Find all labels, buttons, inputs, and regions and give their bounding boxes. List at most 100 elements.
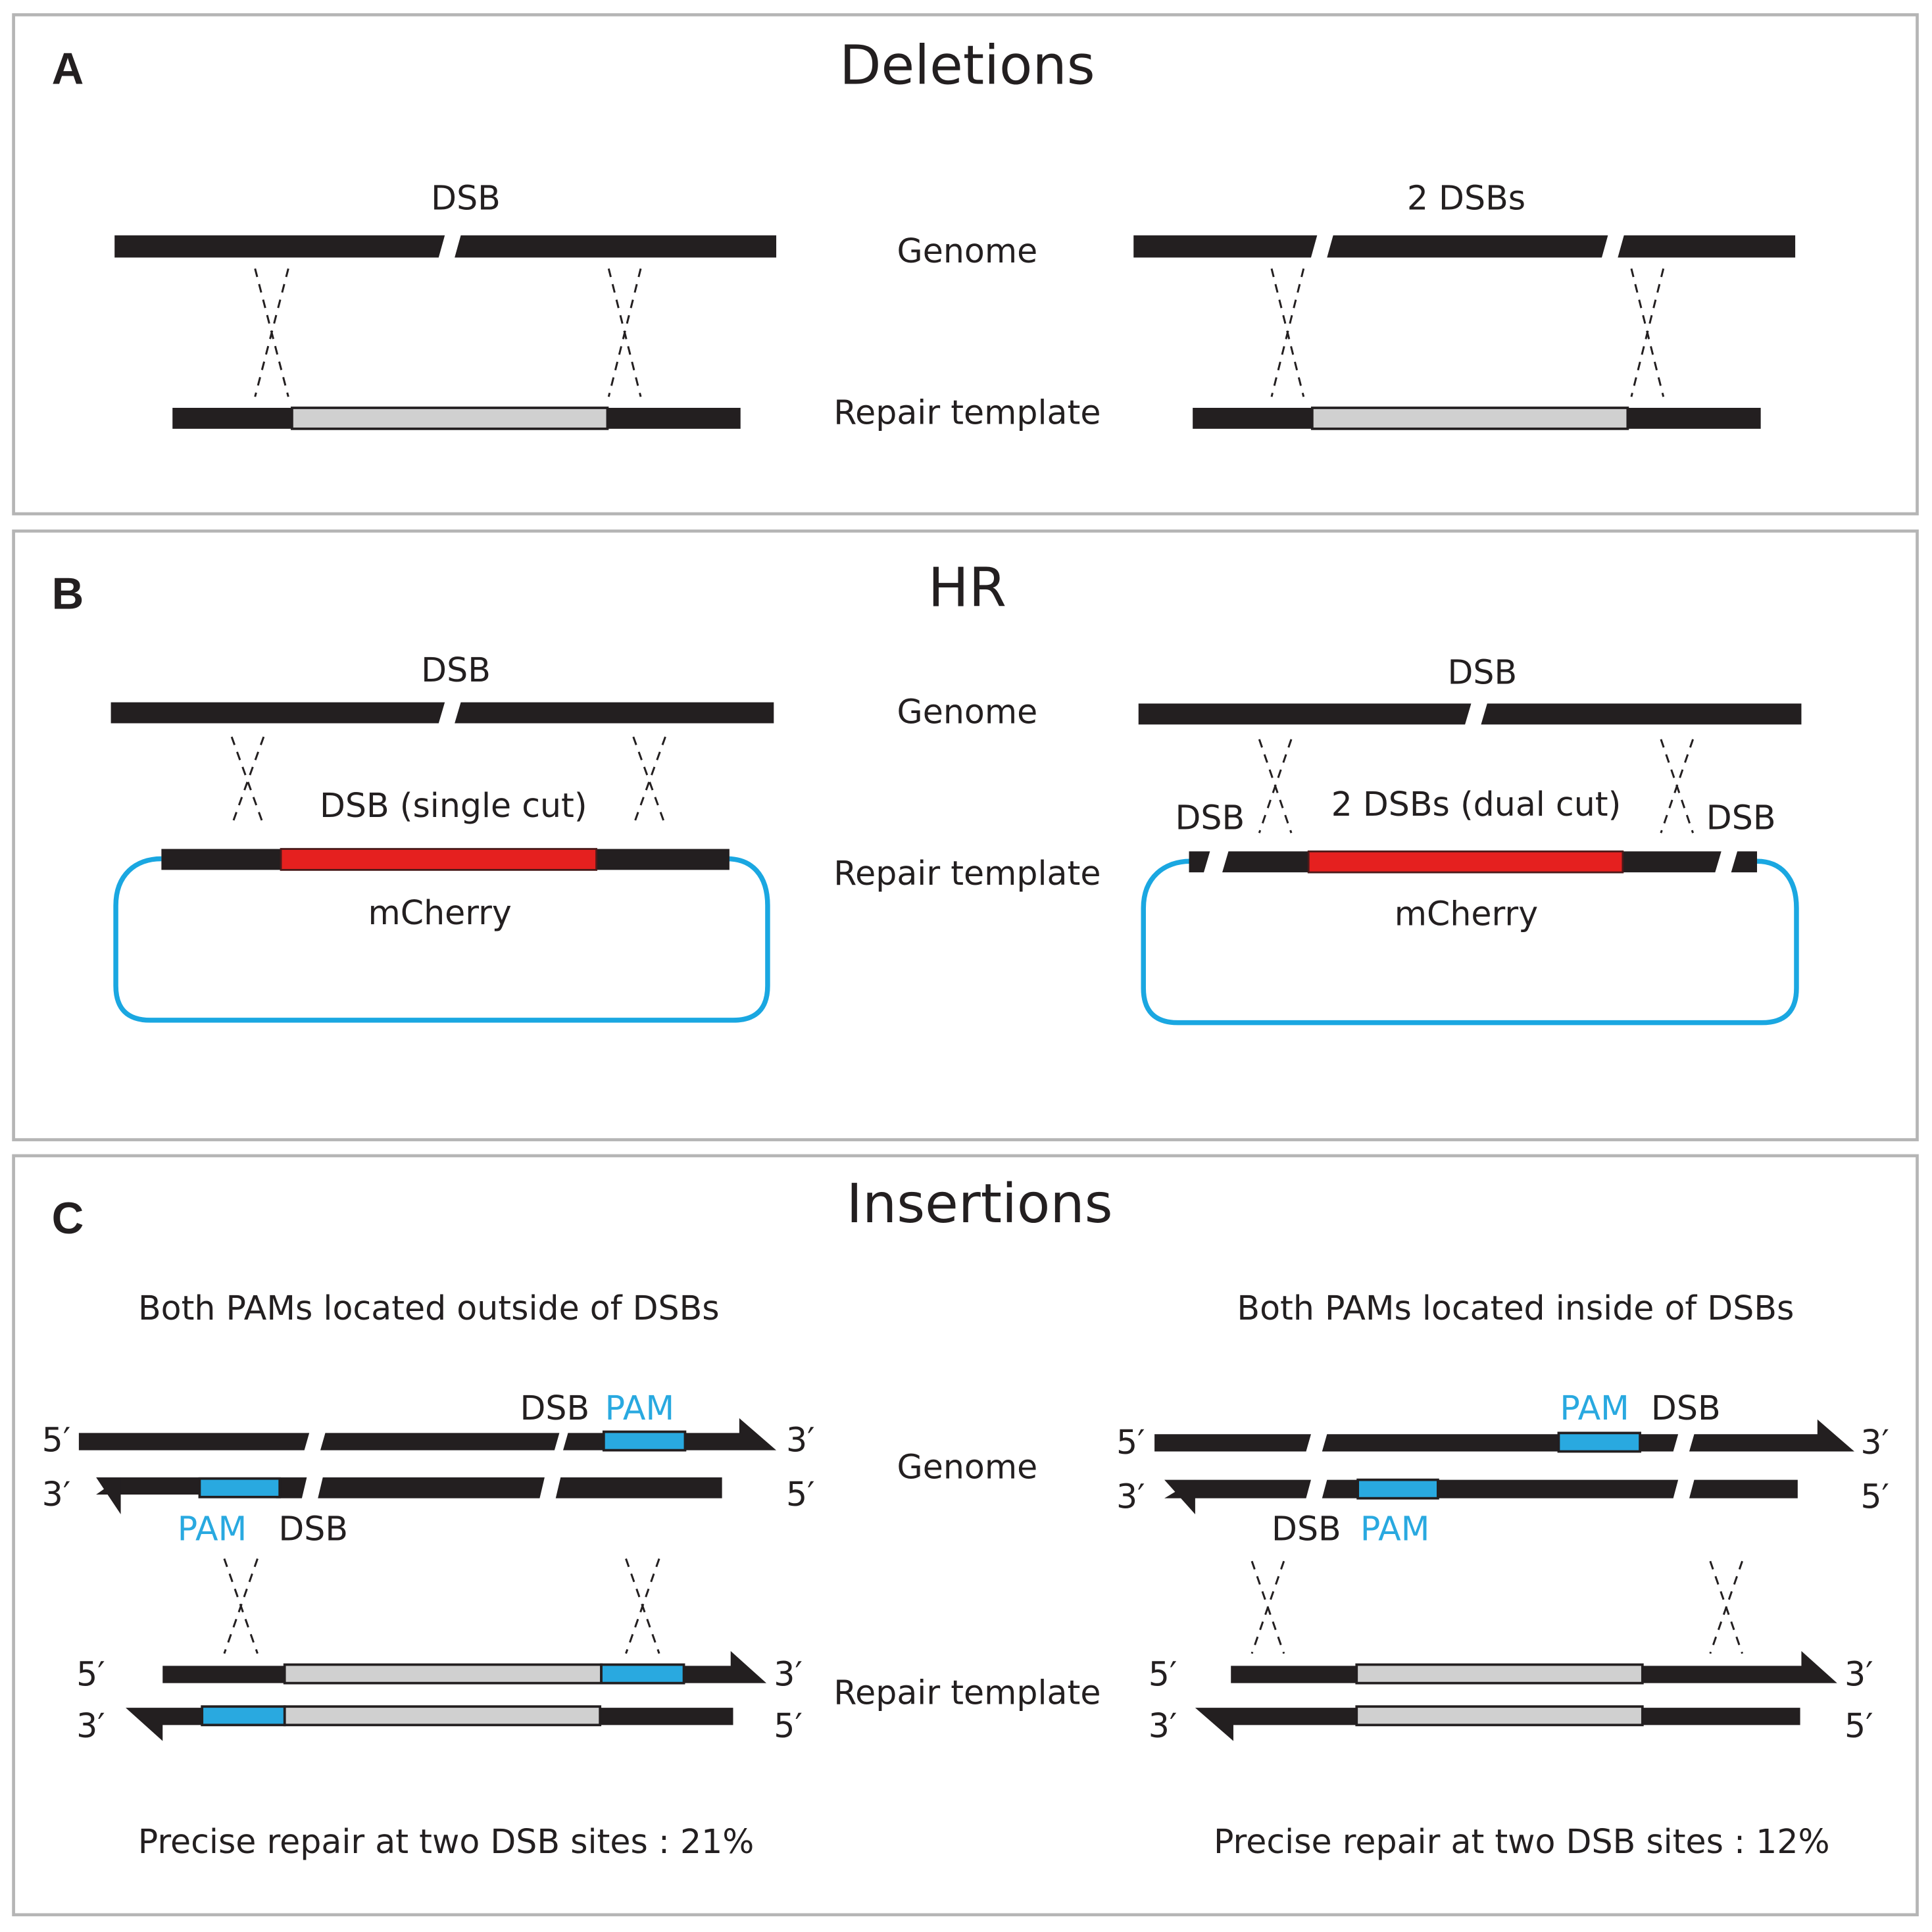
template-insert (1355, 1705, 1644, 1727)
panel-b-right-mcherry-label: mCherry (1395, 895, 1538, 933)
panel-a-letter: A (52, 44, 84, 93)
plasmid-backbone (1141, 858, 1799, 1026)
panel-a-genome-label: Genome (897, 232, 1038, 270)
panel-c: C Insertions Both PAMs located outside o… (12, 1154, 1919, 1917)
pam-site (198, 1477, 282, 1499)
pam-site (1557, 1431, 1641, 1453)
panel-c-letter: C (52, 1194, 84, 1243)
dsb-label: DSB (278, 1509, 348, 1548)
plasmid-backbone (113, 856, 770, 1023)
genome-segment (320, 1433, 560, 1450)
genome-segment (1154, 1434, 1311, 1452)
five-prime-label: 5′ (1116, 1423, 1145, 1462)
pam-site (600, 1663, 685, 1685)
crossover-line (625, 1558, 660, 1654)
five-prime-label: 5′ (1845, 1706, 1873, 1745)
pam-site (1356, 1478, 1439, 1500)
genome-segment (1138, 703, 1472, 725)
genome-segment (276, 1477, 307, 1499)
five-prime-label: 5′ (1149, 1654, 1177, 1693)
dsb-label: DSB (1272, 1509, 1341, 1548)
panel-b-right-dsb-right-label: DSB (1706, 799, 1776, 837)
pam-label: PAM (1560, 1389, 1629, 1427)
template-fragment (1731, 851, 1758, 873)
panel-b-right-dsb-label: DSB (1447, 653, 1517, 692)
crossover-line (1630, 268, 1665, 397)
genome-segment (455, 702, 774, 724)
genome-segment (1133, 235, 1318, 258)
panel-b-dual-cut-label: 2 DSBs (dual cut) (1331, 785, 1622, 824)
pam-label: PAM (1360, 1509, 1429, 1548)
panel-b-genome-label: Genome (897, 693, 1038, 731)
genome-segment (455, 235, 777, 258)
panel-b-template-label: Repair template (833, 854, 1101, 893)
three-prime-label: 3′ (1860, 1423, 1889, 1462)
template-insert (1310, 407, 1629, 430)
panel-c-left-result: Precise repair at two DSB sites : 21% (138, 1822, 755, 1861)
panel-b-left-mcherry-label: mCherry (368, 893, 512, 932)
genome-segment (1618, 235, 1796, 258)
panel-a-template-label: Repair template (833, 393, 1101, 432)
pam-label: PAM (178, 1509, 247, 1548)
five-prime-label: 5′ (786, 1475, 815, 1514)
crossover-line (607, 268, 642, 397)
panel-b-frame (12, 529, 1919, 1141)
panel-c-left-subtitle: Both PAMs located outside of DSBs (138, 1289, 720, 1327)
panel-a-right-dsb-label: 2 DSBs (1407, 178, 1525, 217)
crossover-line (1660, 739, 1695, 833)
panel-b-letter: B (52, 569, 84, 618)
panel-a: A Deletions DSB 2 DSBs Genome Repair tem… (12, 13, 1919, 516)
panel-c-right-result: Precise repair at two DSB sites : 12% (1214, 1822, 1830, 1861)
five-prime-label: 5′ (774, 1706, 803, 1745)
three-prime-label: 3′ (76, 1706, 105, 1745)
three-prime-label: 3′ (774, 1654, 803, 1693)
dsb-label: DSB (1651, 1389, 1721, 1427)
three-prime-label: 3′ (1149, 1706, 1177, 1745)
crossover-line (1258, 739, 1293, 833)
template-insert (283, 1663, 603, 1685)
genome-segment (318, 1477, 545, 1499)
panel-b-title: HR (928, 557, 1006, 620)
panel-b-right-dsb-left-label: DSB (1176, 799, 1245, 837)
genome-segment (111, 702, 445, 724)
mcherry-insert (1307, 850, 1624, 874)
pam-site (201, 1705, 286, 1727)
crossover-line (1251, 1560, 1285, 1654)
panel-c-frame (12, 1154, 1919, 1917)
genome-segment (1481, 703, 1802, 725)
three-prime-label: 3′ (1116, 1477, 1145, 1516)
genome-segment (1689, 1479, 1798, 1499)
panel-c-genome-label: Genome (897, 1448, 1038, 1487)
five-prime-label: 5′ (76, 1654, 105, 1693)
panel-a-title: Deletions (839, 34, 1095, 97)
three-prime-label: 3′ (786, 1420, 815, 1459)
pam-label: PAM (605, 1389, 674, 1427)
three-prime-label: 3′ (42, 1475, 71, 1514)
genome-arrow-segment (1164, 1479, 1311, 1499)
panel-b: B HR DSB DSB Genome Repair template DSB … (12, 529, 1919, 1141)
template-insert (1355, 1663, 1644, 1685)
template-insert (283, 1705, 602, 1727)
crossover-line (254, 268, 289, 397)
genome-segment (1327, 235, 1608, 258)
three-prime-label: 3′ (1845, 1654, 1873, 1693)
template-fragment (1189, 851, 1210, 873)
genome-arrow-segment (1689, 1419, 1854, 1452)
panel-a-left-dsb-label: DSB (431, 178, 501, 217)
panel-b-left-dsb-label: DSB (421, 651, 491, 689)
genome-segment (78, 1433, 310, 1450)
template-insert (291, 407, 609, 430)
panel-c-template-label: Repair template (833, 1673, 1101, 1712)
panel-c-right-subtitle: Both PAMs located inside of DSBs (1237, 1289, 1794, 1327)
panel-a-frame (12, 13, 1919, 516)
five-prime-label: 5′ (1860, 1477, 1889, 1516)
genome-segment (555, 1477, 722, 1499)
panel-c-title: Insertions (847, 1173, 1113, 1235)
crossover-line (223, 1558, 259, 1654)
dsb-label: DSB (520, 1389, 589, 1427)
five-prime-label: 5′ (42, 1420, 71, 1459)
crossover-line (1270, 268, 1305, 397)
genome-segment (114, 235, 445, 258)
pam-site (602, 1430, 687, 1452)
